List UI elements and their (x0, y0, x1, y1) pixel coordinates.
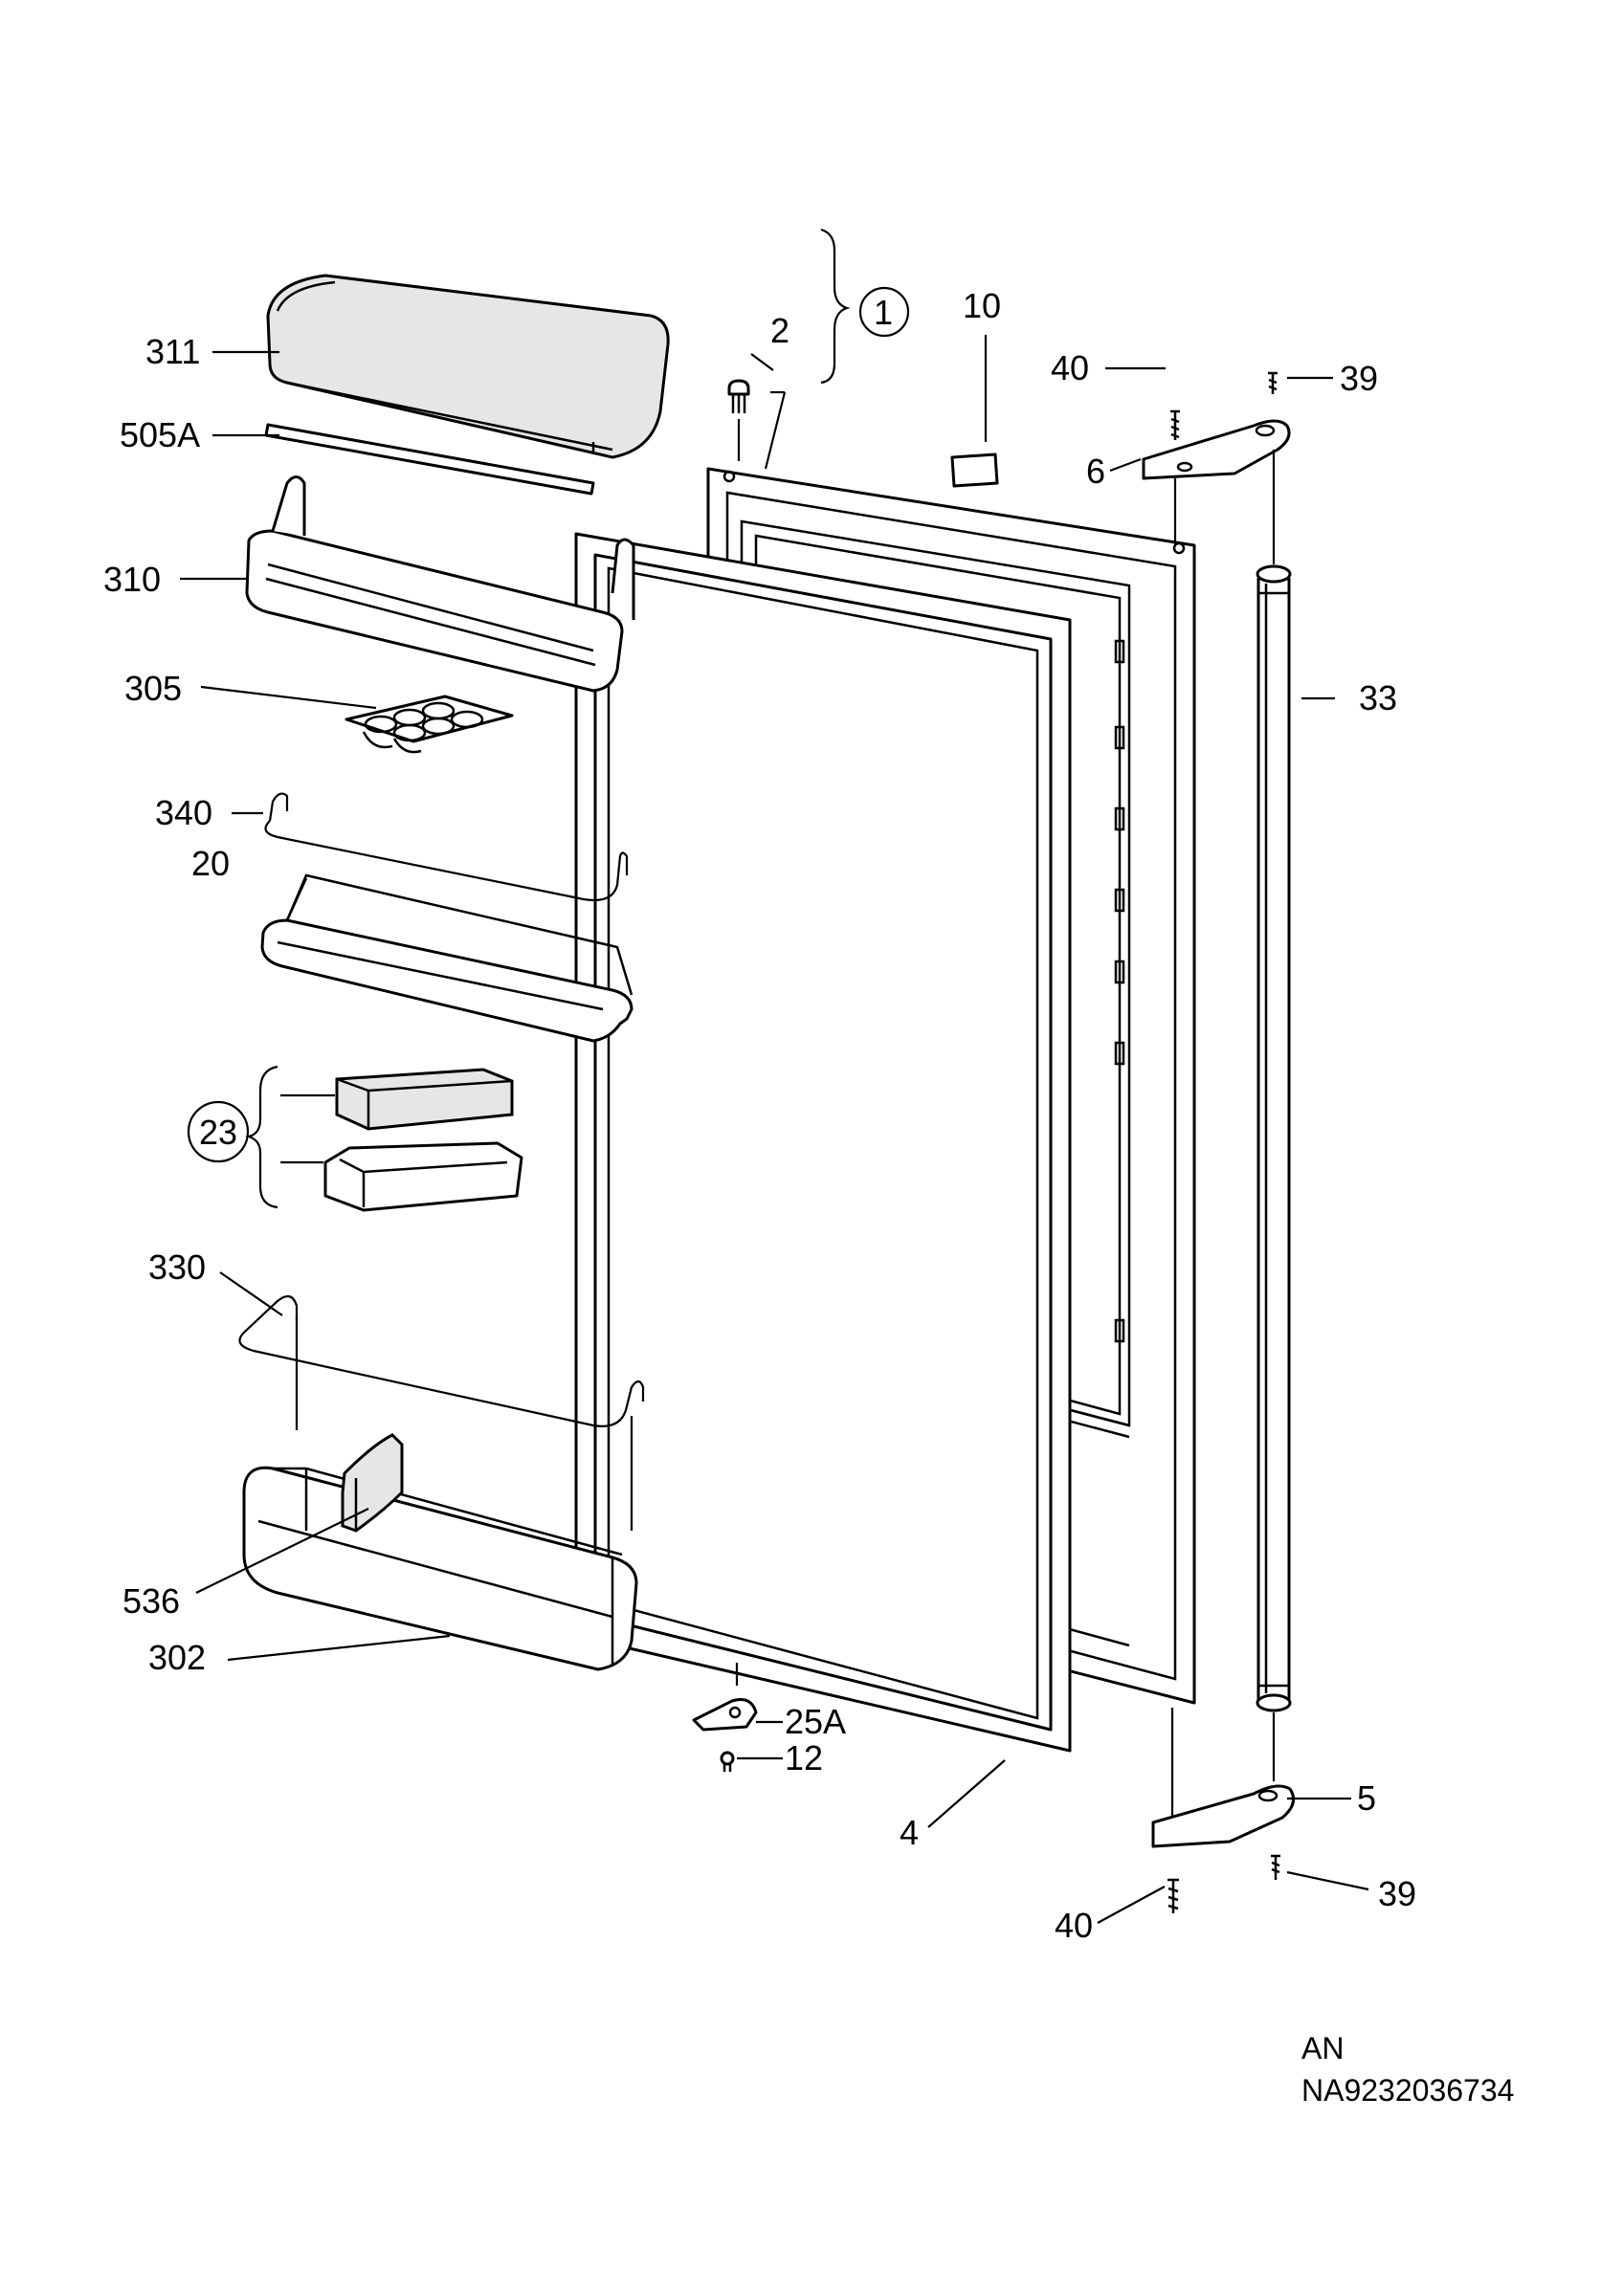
label-1: 1 (874, 293, 893, 332)
label-12: 12 (785, 1738, 823, 1777)
label-302: 302 (148, 1638, 206, 1677)
footer-line-2: NA9232036734 (1301, 2073, 1514, 2108)
part-33-hinge-pin (1256, 564, 1292, 1712)
part-5-bottom-hinge (1151, 1784, 1296, 1848)
part-20-middle-shelf (260, 873, 634, 1043)
part-330-wire-rail (238, 1294, 645, 1427)
circle-23 (187, 1100, 250, 1163)
part-310-top-shelf (245, 475, 635, 693)
footer-line-1: AN (1301, 2031, 1344, 2065)
part-39-top-screw (1268, 371, 1278, 394)
part-40-bottom-screw (1167, 1878, 1179, 1913)
part-23-butter-dish (323, 1068, 523, 1212)
label-6: 6 (1086, 452, 1105, 491)
part-505A-rod (264, 423, 595, 496)
part-340-wire-rail (264, 792, 629, 902)
label-39-top: 39 (1340, 359, 1378, 398)
bracket-1 (820, 228, 851, 385)
part-305-egg-tray (345, 695, 514, 754)
label-340: 340 (155, 793, 212, 832)
label-25A: 25A (785, 1702, 846, 1741)
label-310: 310 (103, 560, 161, 599)
part-311-top-cover (266, 274, 670, 459)
leader-lines (180, 335, 1369, 1924)
label-20: 20 (191, 844, 230, 883)
label-305: 305 (124, 669, 182, 708)
part-25A-bracket (692, 1698, 758, 1732)
part-6-top-hinge (1142, 419, 1291, 480)
part-40-top-screw (1170, 409, 1180, 440)
label-4: 4 (900, 1813, 919, 1852)
bracket-23 (245, 1065, 278, 1209)
part-2-plug (727, 379, 750, 413)
diagram-footer: AN NA9232036734 (1301, 2031, 1514, 2108)
label-311: 311 (145, 332, 200, 371)
part-labels: 311 505A 310 305 340 20 23 330 536 302 2… (103, 286, 1416, 1945)
part-10-label (950, 453, 999, 488)
part-536-divider (341, 1433, 404, 1533)
label-10: 10 (963, 286, 1001, 325)
label-39-bottom: 39 (1378, 1874, 1416, 1913)
label-330: 330 (148, 1247, 206, 1287)
part-12-screw (720, 1751, 735, 1772)
door-gasket (574, 532, 1072, 1753)
label-33: 33 (1359, 678, 1397, 718)
label-5: 5 (1357, 1778, 1376, 1818)
label-505A: 505A (120, 415, 200, 454)
circle-1 (858, 286, 910, 338)
label-40-top: 40 (1051, 348, 1089, 387)
part-39-bottom-screw (1271, 1854, 1280, 1880)
label-40-bottom: 40 (1055, 1906, 1093, 1945)
label-2: 2 (770, 311, 789, 350)
label-23: 23 (199, 1113, 237, 1152)
label-536: 536 (122, 1581, 180, 1621)
